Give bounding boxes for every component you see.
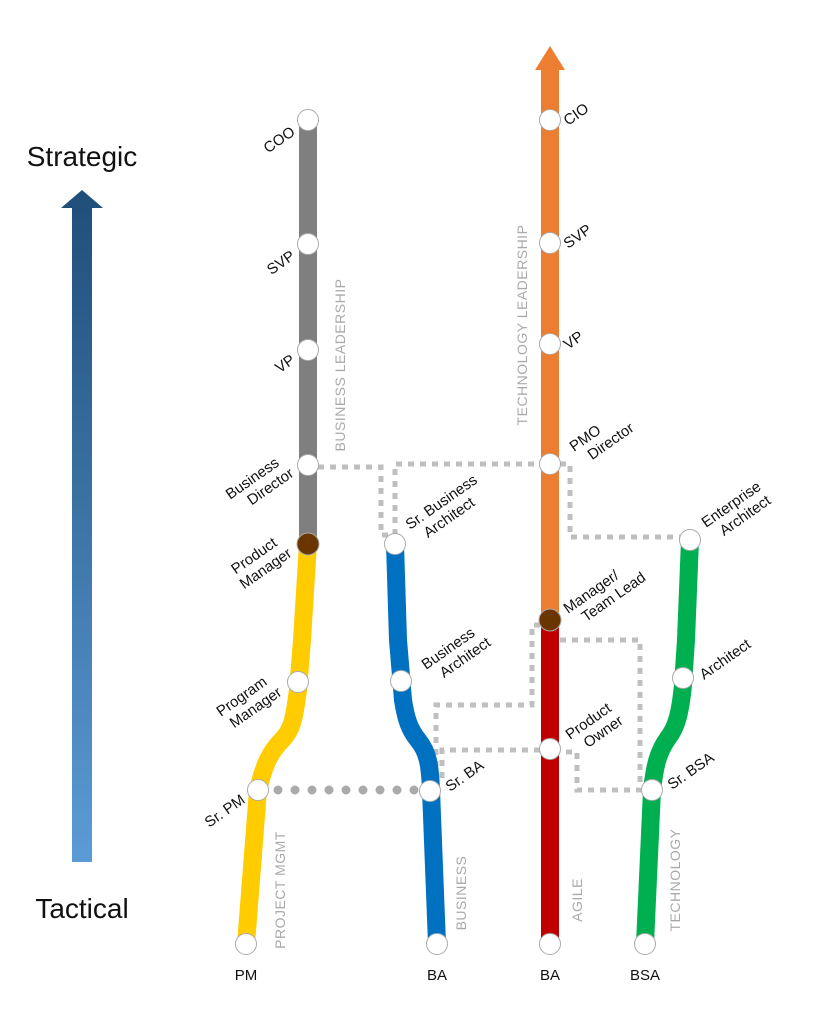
architect-node bbox=[672, 667, 694, 689]
business-ba-entry-label: BA bbox=[427, 967, 447, 984]
career-connector bbox=[439, 747, 540, 778]
enterprise-architect-label: EnterpriseArchitect bbox=[699, 478, 775, 546]
agile-ba-entry-node bbox=[539, 933, 561, 955]
business-director-label: BusinessDirector bbox=[223, 451, 297, 517]
business-leadership-track-label: BUSINESS LEADERSHIP bbox=[332, 279, 348, 452]
pm-entry-label: PM bbox=[235, 967, 258, 984]
technology-line bbox=[636, 539, 699, 945]
business-svp-node bbox=[297, 233, 319, 255]
technology-svp-label: SVP bbox=[561, 221, 595, 252]
technology-leadership-track-label: TECHNOLOGY LEADERSHIP bbox=[514, 225, 530, 426]
technology-vp-label: VP bbox=[561, 328, 587, 353]
cio-node bbox=[539, 109, 561, 131]
enterprise-architect-node bbox=[679, 529, 701, 551]
manager-team-lead-node bbox=[538, 608, 562, 632]
pm-entry-node bbox=[235, 933, 257, 955]
technology-vp-node bbox=[539, 333, 561, 355]
agile-track-label: AGILE bbox=[569, 878, 585, 922]
cio-label: CIO bbox=[561, 100, 593, 129]
product-owner-label: ProductOwner bbox=[563, 698, 627, 757]
business-svp-label: SVP bbox=[264, 247, 298, 278]
product-owner-node bbox=[539, 738, 561, 760]
project-mgmt-track-label: PROJECT MGMT bbox=[272, 831, 288, 949]
manager-team-lead-label: Manager/Team Lead bbox=[561, 555, 649, 631]
sr-business-architect-node bbox=[384, 533, 406, 555]
technology-svp-node bbox=[539, 232, 561, 254]
product-manager-node bbox=[296, 532, 320, 556]
pmo-director-node bbox=[539, 453, 561, 475]
bsa-entry-node bbox=[634, 933, 656, 955]
tactical-label: Tactical bbox=[35, 893, 128, 924]
career-connector bbox=[560, 461, 680, 540]
product-manager-label: ProductManager bbox=[227, 531, 295, 593]
agile-ba-entry-label: BA bbox=[540, 967, 560, 984]
sr-pm-node bbox=[247, 779, 269, 801]
business-line bbox=[386, 543, 446, 945]
strategic-tactical-arrow bbox=[61, 190, 103, 862]
pmo-director-label: PMODirector bbox=[567, 405, 638, 469]
up-arrow-icon bbox=[535, 46, 565, 70]
technology-track-label: TECHNOLOGY bbox=[667, 828, 683, 931]
business-vp-label: VP bbox=[272, 351, 298, 376]
business-architect-label: BusinessArchitect bbox=[419, 620, 495, 688]
career-connector bbox=[318, 464, 388, 538]
project-mgmt-line bbox=[237, 543, 317, 945]
coo-node bbox=[297, 109, 319, 131]
business-director-node bbox=[297, 454, 319, 476]
sr-pm-label: Sr. PM bbox=[202, 791, 249, 831]
business-track-label: BUSINESS bbox=[453, 856, 469, 931]
business-ba-entry-node bbox=[426, 933, 448, 955]
business-vp-node bbox=[297, 339, 319, 361]
sr-ba-label: Sr. BA bbox=[443, 757, 488, 795]
strategic-label: Strategic bbox=[27, 141, 138, 172]
sr-business-architect-label: Sr. BusinessArchitect bbox=[403, 472, 491, 548]
architect-label: Architect bbox=[697, 635, 755, 683]
sr-ba-node bbox=[419, 780, 441, 802]
sr-bsa-label: Sr. BSA bbox=[665, 749, 718, 793]
business-architect-node bbox=[390, 670, 412, 692]
career-connector bbox=[433, 622, 540, 780]
bsa-entry-label: BSA bbox=[630, 967, 660, 984]
coo-label: COO bbox=[261, 123, 299, 157]
program-manager-label: ProgramManager bbox=[213, 670, 285, 734]
sr-bsa-node bbox=[641, 779, 663, 801]
program-manager-node bbox=[287, 671, 309, 693]
